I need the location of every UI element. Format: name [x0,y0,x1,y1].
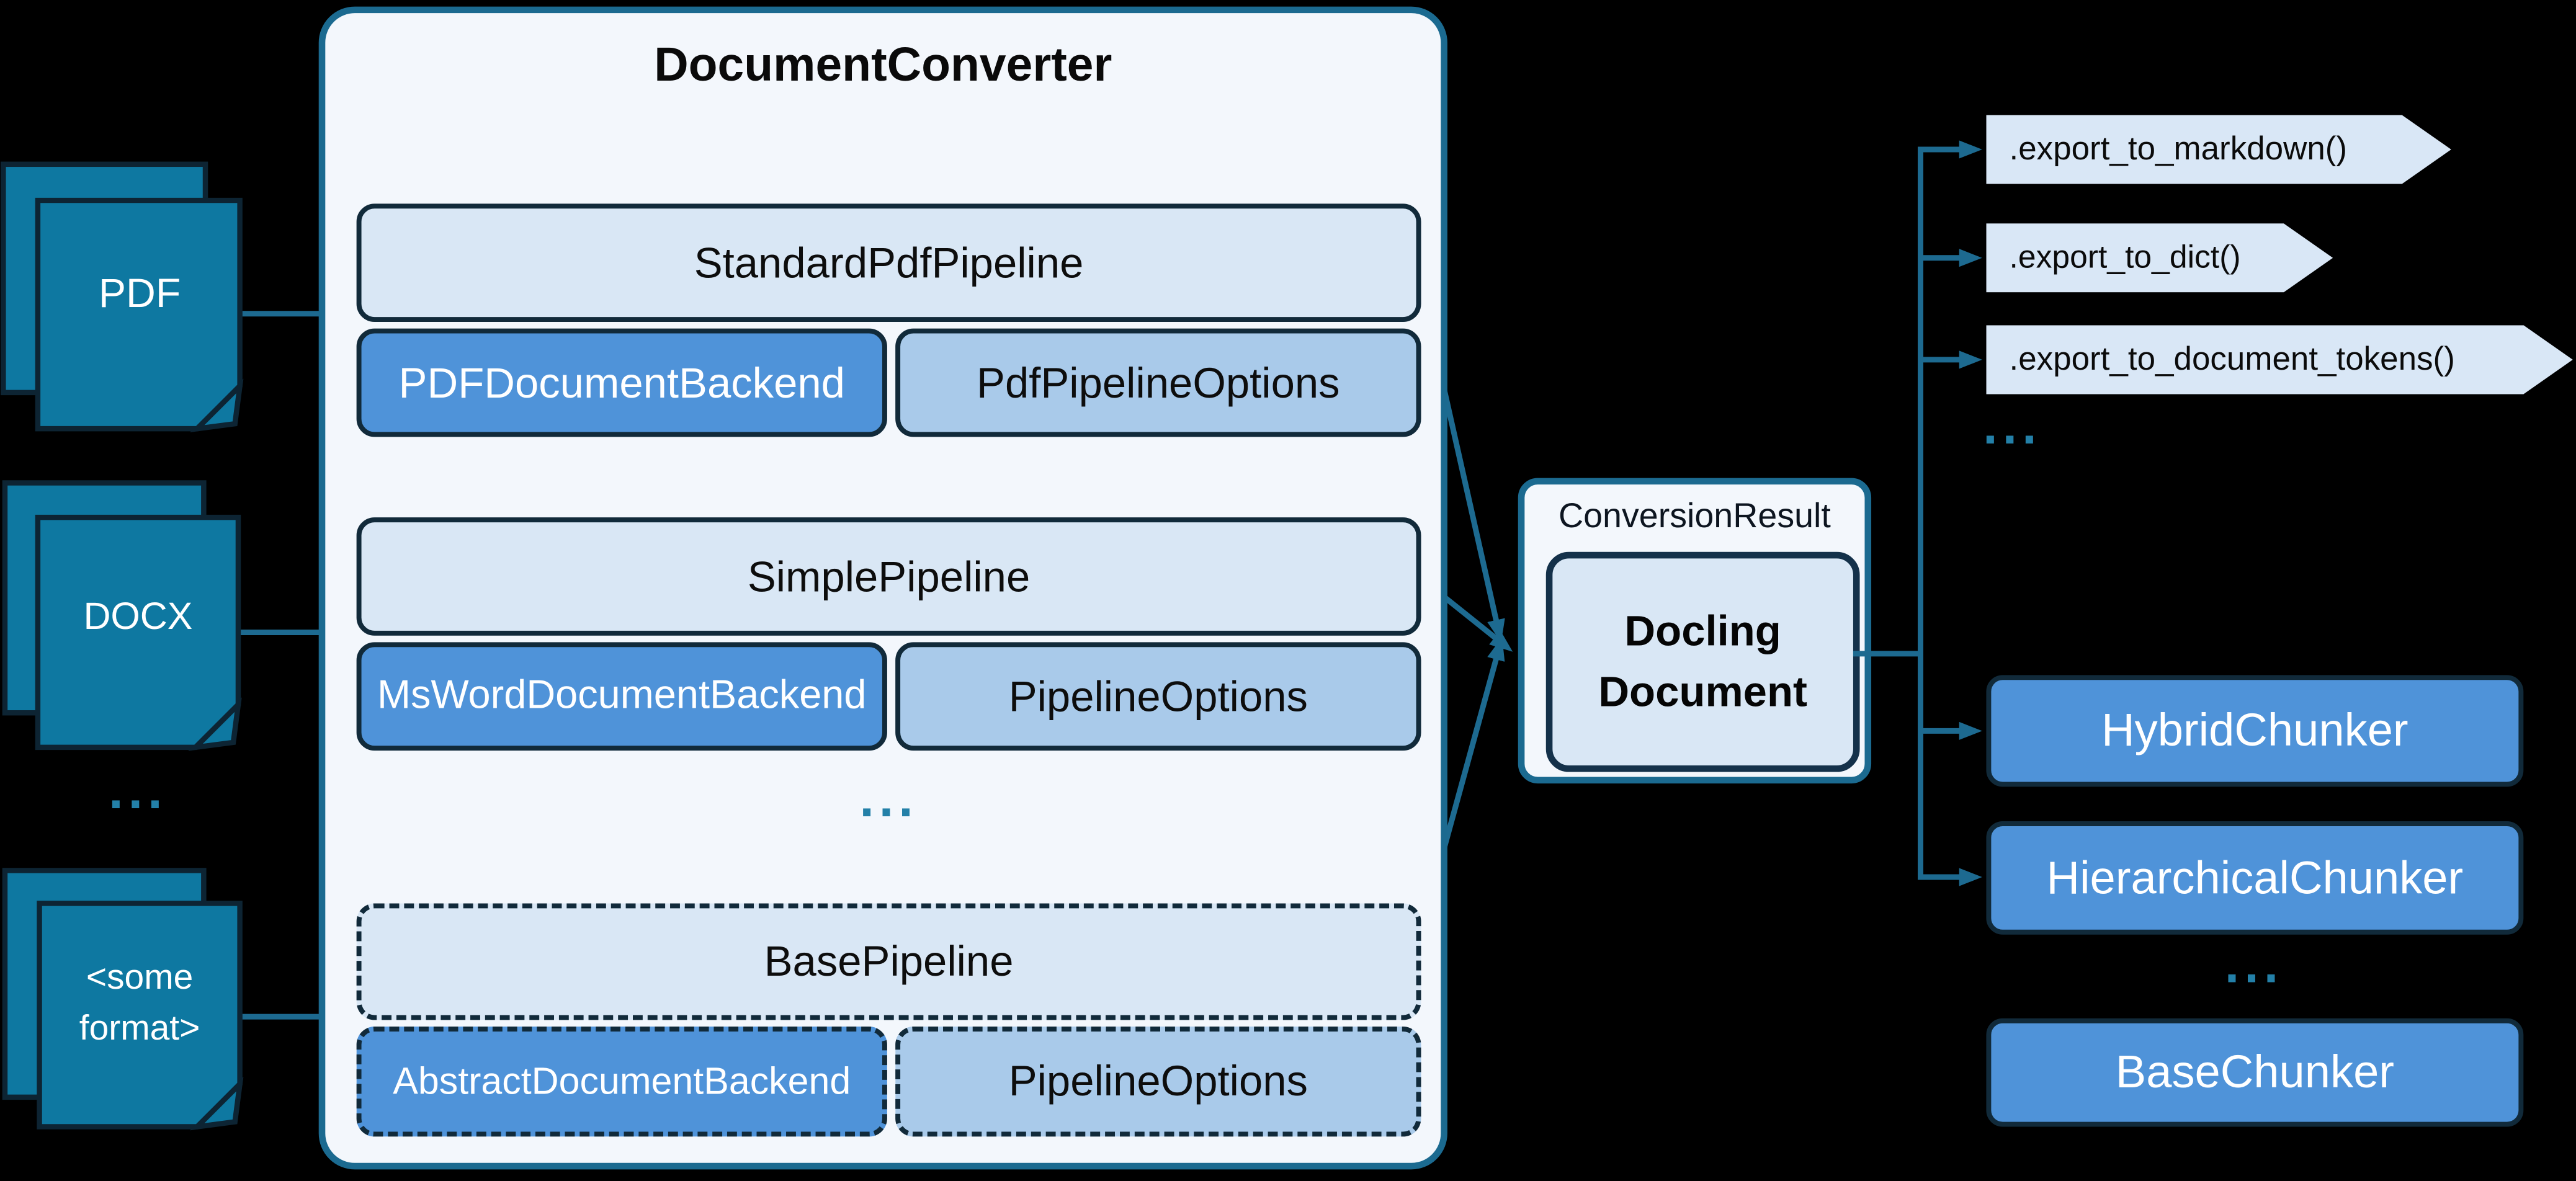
pipeline-options-box: PipelineOptions [895,642,1421,751]
some-format-documents-icon: <some format> [2,868,244,1131]
hybrid-chunker-box: HybridChunker [1986,675,2524,787]
base-chunker-box: BaseChunker [1986,1018,2524,1127]
pdf-pipeline-options-box: PdfPipelineOptions [895,328,1421,437]
msword-document-backend-box: MsWordDocumentBackend [356,642,887,751]
pdf-document-backend-box: PDFDocumentBackend [356,328,887,437]
chunkers-ellipsis: ... [2224,934,2284,994]
standard-pdf-pipeline-box: StandardPdfPipeline [356,203,1421,323]
export-to-markdown-tag: .export_to_markdown() [1986,115,2451,184]
pdf-label: PDF [99,270,181,316]
export-to-document-tokens-tag: .export_to_document_tokens() [1986,325,2572,394]
docling-document-box: Docling Document [1545,551,1860,772]
base-pipeline-box: BasePipeline [356,903,1421,1020]
docx-label: DOCX [83,595,192,637]
conversion-result-label: ConversionResult [1558,497,1831,536]
document-converter-box: DocumentConverter StandardPdfPipeline PD… [318,6,1447,1170]
hierarchical-chunker-box: HierarchicalChunker [1986,821,2524,935]
docling-document-line1: Docling [1624,606,1781,656]
exports-ellipsis: ... [1983,396,2042,455]
inputs-ellipsis: ... [109,760,168,820]
docx-documents-icon: DOCX [2,480,242,751]
document-converter-title: DocumentConverter [654,39,1112,92]
abstract-document-backend-box: AbstractDocumentBackend [356,1027,887,1137]
simple-pipeline-box: SimplePipeline [356,517,1421,636]
conversion-result-box: ConversionResult Docling Document [1518,478,1872,784]
some-format-label-line2: format> [79,1008,200,1048]
base-pipeline-options-box: PipelineOptions [895,1027,1421,1137]
pdf-documents-icon: PDF [1,161,244,432]
docling-document-line2: Document [1598,667,1807,716]
some-format-label-line1: <some [86,957,193,997]
converter-ellipsis: ... [859,769,918,828]
export-to-dict-tag: .export_to_dict() [1986,223,2333,292]
